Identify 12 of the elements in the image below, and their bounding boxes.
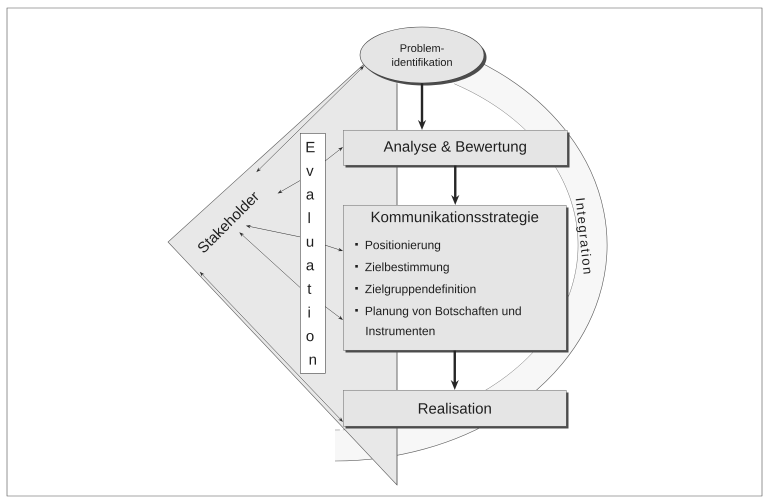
arrow bbox=[200, 272, 343, 422]
arrow bbox=[324, 306, 343, 320]
evaluation-box: Evaluation bbox=[300, 132, 326, 374]
arrow bbox=[246, 225, 300, 238]
process-box: Analyse & Bewertung bbox=[343, 130, 570, 168]
arrow bbox=[256, 66, 364, 172]
strategy-box: Kommunikationsstrategie Positionierung Zielbestimmung Zielgruppendefinition Planung von Botschaften und Instrumenten bbox=[343, 205, 568, 352]
arrow bbox=[324, 244, 343, 252]
arrow bbox=[278, 180, 300, 194]
process-box: Realisation bbox=[343, 390, 568, 428]
arrow bbox=[324, 147, 343, 162]
arrow bbox=[240, 232, 300, 288]
